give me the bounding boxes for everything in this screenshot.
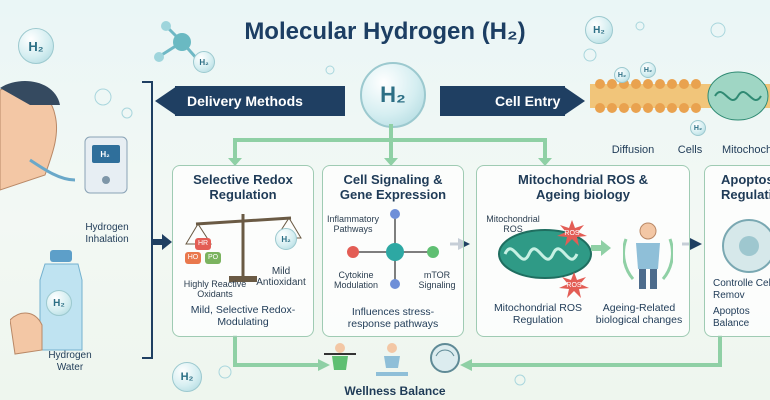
hydrogen-inhalation-label: Hydrogen Inhalation xyxy=(85,222,129,245)
oxidant-badge-ho: HO xyxy=(185,252,201,264)
h2-bubble-bottom-left: H₂ xyxy=(172,362,202,392)
signaling-caption: Influences stress-response pathways xyxy=(347,306,439,330)
ros-label-2: ROS xyxy=(566,282,582,289)
panel-apoptosis: Apoptos Regulati Controlle Cell Remov Ap… xyxy=(704,165,770,337)
bottle-h2-label: H₂ xyxy=(46,290,72,316)
ros-burst-icon-1 xyxy=(557,220,587,246)
panel-mitochondrial-ros: Mitochondrial ROS & Ageing biology ROS R… xyxy=(476,165,690,337)
h2-bubble-molecule: H₂ xyxy=(193,51,215,73)
membrane-h2-1: H₂ xyxy=(614,67,630,83)
cells-label: Cells xyxy=(677,144,703,156)
redox-title: Selective Redox Regulation xyxy=(193,172,293,202)
arrow-right-icon xyxy=(563,86,585,116)
wellness-balance-label: Wellness Balance xyxy=(344,384,446,398)
page-title: Molecular Hydrogen (H₂) xyxy=(244,18,526,45)
mito-caption-right: Ageing-Related biological changes xyxy=(595,302,683,326)
redox-caption: Mild, Selective Redox-Modulating xyxy=(190,304,296,328)
ros-label-1: ROS xyxy=(564,230,580,237)
membrane-h2-3: H₂ xyxy=(690,120,706,136)
cell-entry-label: Cell Entry xyxy=(495,93,561,109)
device-h2-screen: H₂ xyxy=(96,147,114,161)
apoptosis-caption-a: Controlle Cell Remov xyxy=(713,278,770,301)
oxidant-badge-hr: HR xyxy=(195,238,211,250)
elderly-person-icon xyxy=(623,222,673,289)
brain-icon xyxy=(430,343,460,373)
signaling-network-icon xyxy=(347,209,439,289)
scale-h2: H₂ xyxy=(275,228,297,250)
wellness-icons xyxy=(324,343,460,376)
apoptosis-title: Apoptos Regulati xyxy=(721,172,770,202)
diffusion-label: Diffusion xyxy=(611,144,655,156)
hydrogen-water-label: Hydrogen Water xyxy=(48,350,92,373)
signaling-title: Cell Signaling & Gene Expression xyxy=(339,172,447,202)
delivery-methods-banner: Delivery Methods xyxy=(155,86,345,116)
antioxidant-label: Mild Antioxidant xyxy=(256,266,306,288)
oxidants-label: Highly Reactive Oxidants xyxy=(183,279,247,299)
cytokine-label: Cytokine Modulation xyxy=(333,270,379,290)
membrane-h2-2: H₂ xyxy=(640,62,656,78)
arrow-right-icon-mito xyxy=(591,240,611,256)
h2-bubble-top-left: H₂ xyxy=(18,28,54,64)
molecule-icon xyxy=(154,21,200,62)
cell-membrane-illustration xyxy=(590,71,770,121)
arrow-left-icon xyxy=(155,86,177,116)
panel-cell-signaling: Cell Signaling & Gene Expression Inflamm… xyxy=(322,165,464,337)
panel-selective-redox: Selective Redox Regulation HR HO PO H₂ H… xyxy=(172,165,314,337)
arrow-to-redox-icon xyxy=(152,234,172,250)
apoptosis-caption-b: Apoptos Balance xyxy=(713,306,750,329)
inflammatory-label: Inflammatory Pathways xyxy=(327,214,380,234)
delivery-methods-label: Delivery Methods xyxy=(187,93,303,109)
mito-ros-label: Mitochondrial ROS xyxy=(486,214,540,234)
h2-bubble-top-right: H₂ xyxy=(585,16,613,44)
exercise-icon xyxy=(324,343,356,370)
mito-title: Mitochondrial ROS & Ageing biology xyxy=(518,172,648,202)
cell-icon xyxy=(722,219,770,273)
mtor-label: mTOR Signaling xyxy=(418,270,456,290)
mito-caption-left: Mitochondrial ROS Regulation xyxy=(493,302,583,326)
mitochondria-label: Mitochocho xyxy=(722,144,770,156)
ros-burst-icon-2 xyxy=(559,272,589,298)
delivery-bracket xyxy=(142,81,153,359)
meditation-icon xyxy=(376,343,408,376)
oxidant-badge-po: PO xyxy=(205,252,221,264)
cell-entry-banner: Cell Entry xyxy=(440,86,585,116)
